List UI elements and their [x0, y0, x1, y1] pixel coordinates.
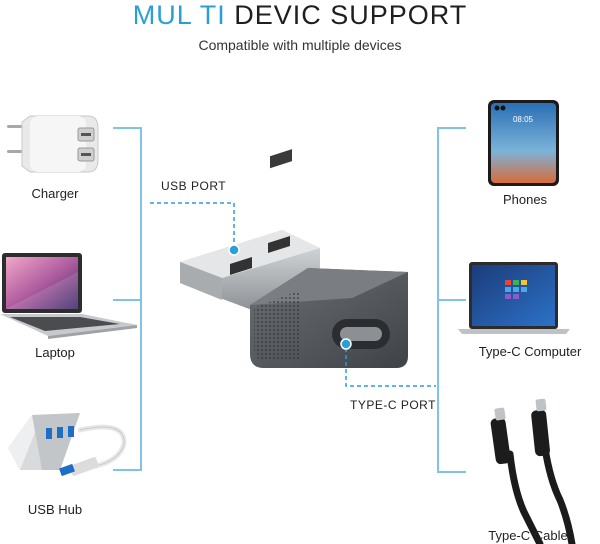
usb-contact-hole [270, 149, 292, 169]
wall-charger-icon [7, 115, 99, 173]
device-label-usb-hub: USB Hub [27, 502, 83, 517]
left-bracket [113, 127, 142, 471]
usb-hub-icon [8, 413, 127, 477]
type-c-cable-icon [490, 398, 576, 544]
type-c-laptop-icon [458, 262, 570, 334]
device-label-type-c-cable: Type-C Cable [488, 528, 568, 543]
device-label-laptop: Laptop [35, 345, 75, 360]
usb-port-callout [150, 202, 240, 256]
page-title: MUL TI DEVIC SUPPORT [0, 0, 600, 30]
type-c-port-callout [340, 338, 436, 387]
right-bracket [437, 127, 466, 473]
laptop-icon [0, 253, 137, 339]
title-accent: MUL TI [132, 0, 226, 30]
device-label-phones: Phones [502, 192, 548, 207]
usb-port-label: USB PORT [161, 179, 227, 193]
smartphone-icon: 08:05 [488, 100, 559, 186]
usb-contact-holes [230, 236, 290, 275]
grip-texture [254, 290, 300, 360]
title-rest: DEVIC SUPPORT [225, 0, 468, 30]
type-c-port-label: TYPE-C PORT [350, 398, 436, 412]
device-label-charger: Charger [31, 186, 79, 201]
phone-screen-time: 08:05 [513, 115, 534, 124]
device-label-type-c-computer: Type-C Computer [478, 344, 582, 359]
page-subtitle: Compatible with multiple devices [198, 37, 402, 53]
